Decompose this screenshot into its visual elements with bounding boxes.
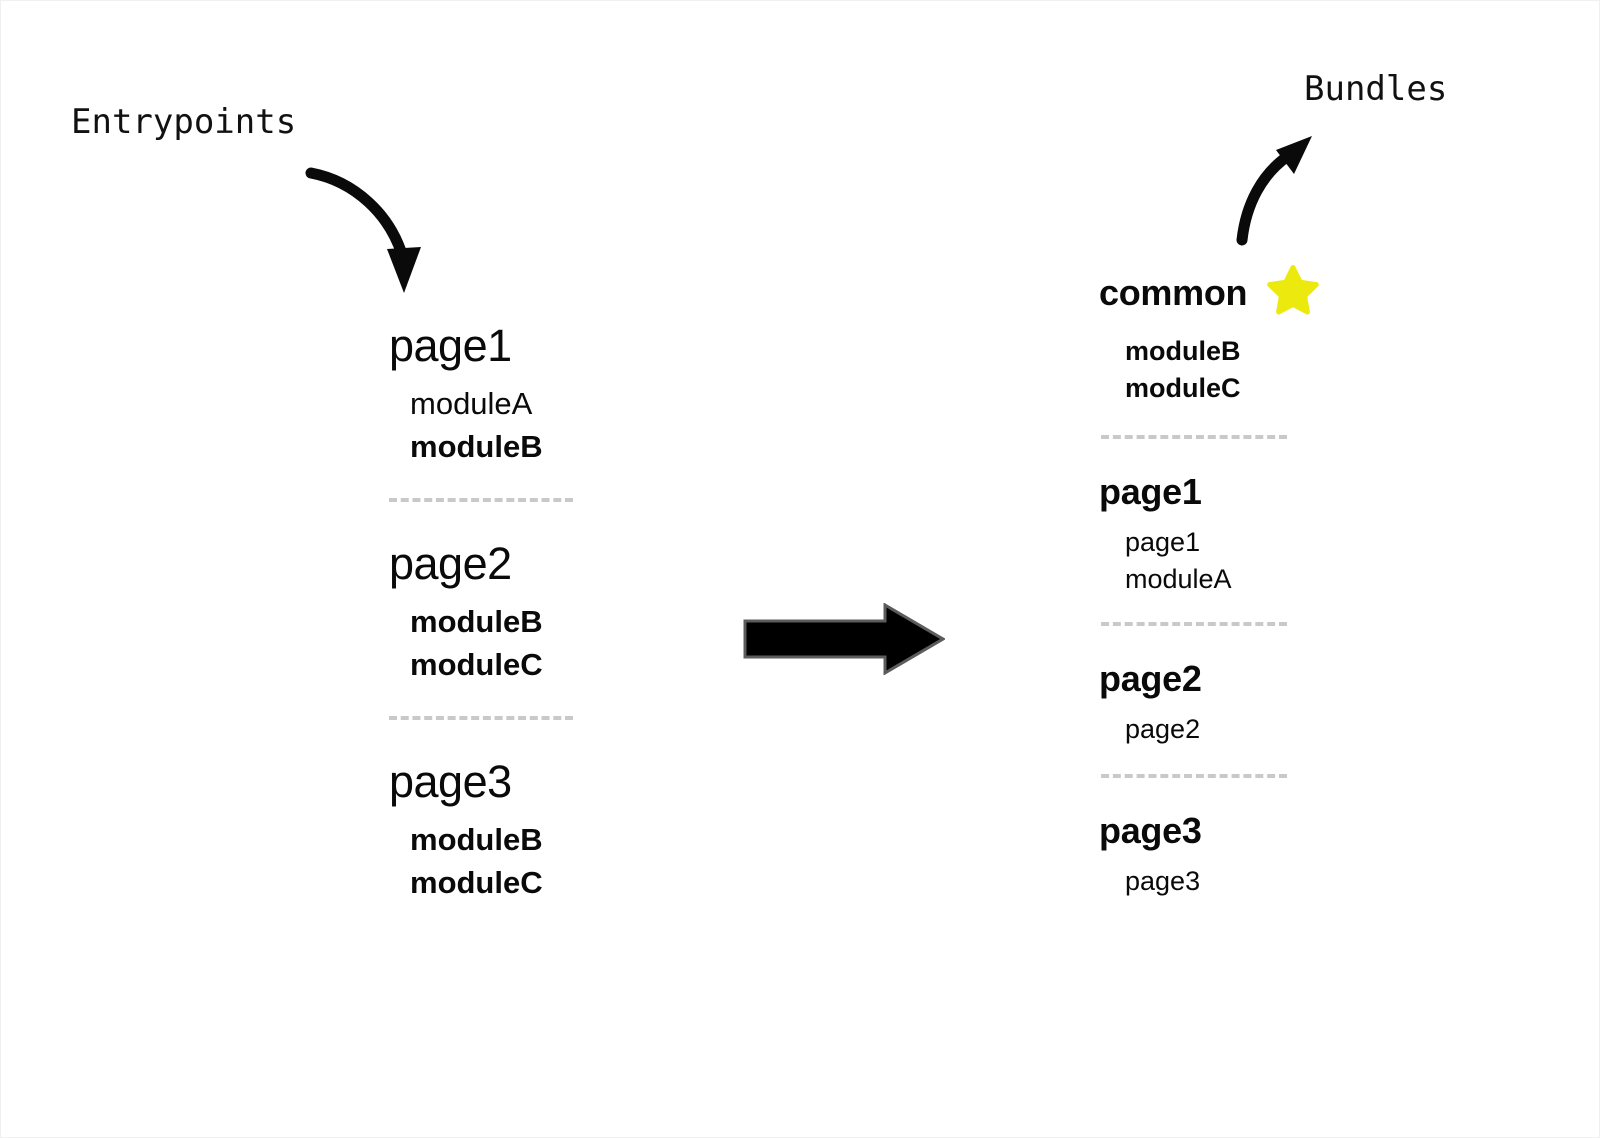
module-item: moduleC (410, 647, 543, 682)
bundles-column: common moduleB moduleC page1 page1 modul… (1099, 265, 1419, 900)
entrypoint-module-list: moduleB moduleC (389, 600, 689, 686)
group-divider (1101, 774, 1287, 778)
entrypoints-label: Entrypoints (71, 102, 297, 142)
curved-arrow-up-right-icon (1236, 136, 1312, 246)
bundle-item: page1 (1125, 527, 1201, 557)
bundle-item: moduleC (1125, 373, 1241, 403)
bundle-group-title-row: page3 (1099, 813, 1419, 849)
module-item: moduleC (410, 865, 543, 900)
entrypoint-group-title: page1 (389, 320, 512, 371)
group-divider (1101, 435, 1287, 439)
bundle-group-page1: page1 page1 moduleA (1099, 474, 1419, 598)
group-divider (1101, 622, 1287, 626)
module-item: moduleA (410, 386, 533, 421)
bundle-group-title: page3 (1099, 810, 1202, 851)
bundle-module-list: page2 (1099, 711, 1419, 748)
module-item: moduleB (410, 822, 543, 857)
group-divider (389, 498, 573, 502)
bundles-label: Bundles (1304, 69, 1448, 109)
bundle-group-common: common moduleB moduleC (1099, 265, 1419, 407)
bundle-item: page3 (1125, 866, 1201, 896)
bundle-module-list: page3 (1099, 863, 1419, 900)
bundle-item: page2 (1125, 714, 1201, 744)
entrypoint-group-page1: page1 moduleA moduleB (389, 323, 689, 468)
entrypoint-group-page2: page2 moduleB moduleC (389, 541, 689, 686)
entrypoint-module-list: moduleB moduleC (389, 818, 689, 904)
bundle-group-title: page2 (1099, 658, 1202, 699)
bundle-group-title-row: page1 (1099, 474, 1419, 510)
entrypoint-module-list: moduleA moduleB (389, 382, 689, 468)
entrypoint-group-title: page2 (389, 538, 512, 589)
entrypoints-column: page1 moduleA moduleB page2 moduleB modu… (389, 323, 689, 904)
group-divider (389, 716, 573, 720)
bundle-group-page3: page3 page3 (1099, 813, 1419, 900)
entrypoint-group-title: page3 (389, 756, 512, 807)
curved-arrow-down-right-icon (305, 167, 421, 293)
bundle-group-title-row: page2 (1099, 661, 1419, 697)
bundle-item: moduleB (1125, 336, 1241, 366)
bundle-group-title: common (1099, 272, 1248, 313)
star-icon (1267, 265, 1320, 315)
bundle-module-list: page1 moduleA (1099, 524, 1419, 598)
block-arrow-right-icon (743, 603, 945, 675)
bundle-group-page2: page2 page2 (1099, 661, 1419, 748)
bundle-group-title: page1 (1099, 471, 1202, 512)
entrypoint-group-page3: page3 moduleB moduleC (389, 759, 689, 904)
bundle-group-title-row: common (1099, 265, 1419, 319)
bundle-module-list: moduleB moduleC (1099, 333, 1419, 407)
module-item: moduleB (410, 429, 543, 464)
bundle-item: moduleA (1125, 564, 1232, 594)
module-item: moduleB (410, 604, 543, 639)
